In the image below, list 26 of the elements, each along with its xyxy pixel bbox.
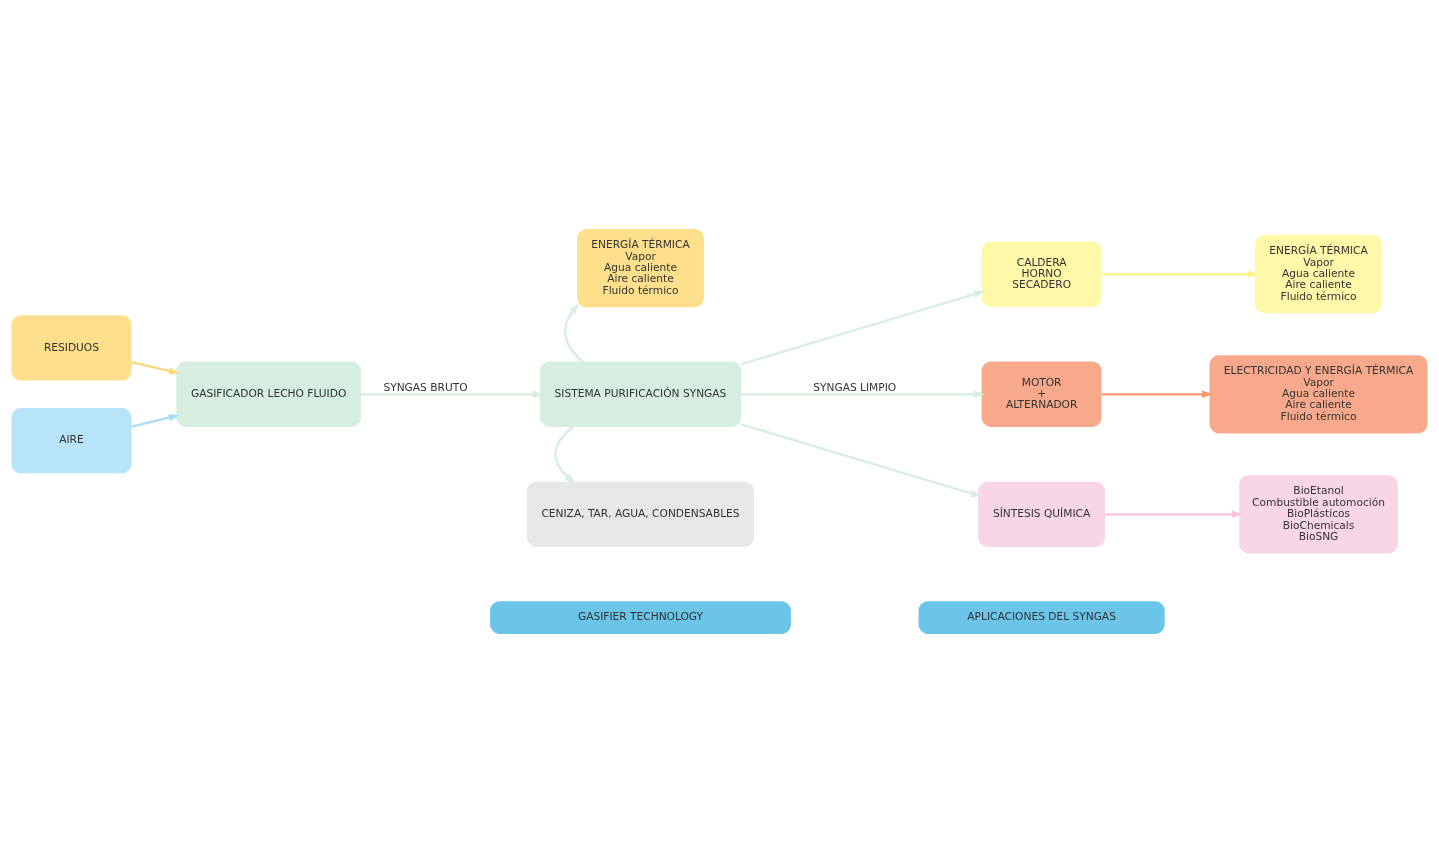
arrow	[131, 360, 180, 375]
arrow	[741, 290, 985, 366]
node-box: ELECTRICIDAD Y ENERGÍA TÉRMICA Vapor Agua caliente Aire caliente Fluido térmico	[1209, 355, 1428, 434]
node-box: SISTEMA PURIFICACIÓN SYNGAS	[539, 361, 742, 427]
arrow	[554, 426, 576, 484]
node-box: ENERGÍA TÉRMICA Vapor Agua caliente Aire caliente Fluido térmico	[577, 229, 704, 308]
node-box: SÍNTESIS QUÍMICA	[978, 481, 1106, 547]
node-box: ENERGÍA TÉRMICA Vapor Agua caliente Aire caliente Fluido térmico	[1255, 235, 1382, 314]
arrow	[741, 423, 982, 497]
arrow	[131, 414, 180, 428]
arrow	[1105, 510, 1243, 519]
node-box: RESIDUOS	[11, 315, 132, 381]
node-box: APLICACIONES DEL SYNGAS	[918, 601, 1165, 634]
edge-label: SYNGAS LIMPIO	[813, 381, 897, 395]
node-box: CENIZA, TAR, AGUA, CONDENSABLES	[526, 481, 755, 547]
node-box: MOTOR + ALTERNADOR	[981, 361, 1102, 427]
node-box: GASIFIER TECHNOLOGY	[490, 601, 791, 634]
arrow	[741, 390, 985, 398]
arrow	[1101, 270, 1259, 278]
node-box: CALDERA HORNO SECADERO	[981, 241, 1102, 307]
node-box: BioEtanol Combustible automoción BioPlásticos BioChemicals BioSNG	[1239, 475, 1398, 554]
edge-label: SYNGAS BRUTO	[383, 381, 468, 395]
node-box: GASIFICADOR LECHO FLUIDO	[176, 361, 361, 427]
node-box: AIRE	[11, 407, 132, 474]
arrow	[1101, 390, 1213, 398]
arrow	[563, 303, 584, 363]
